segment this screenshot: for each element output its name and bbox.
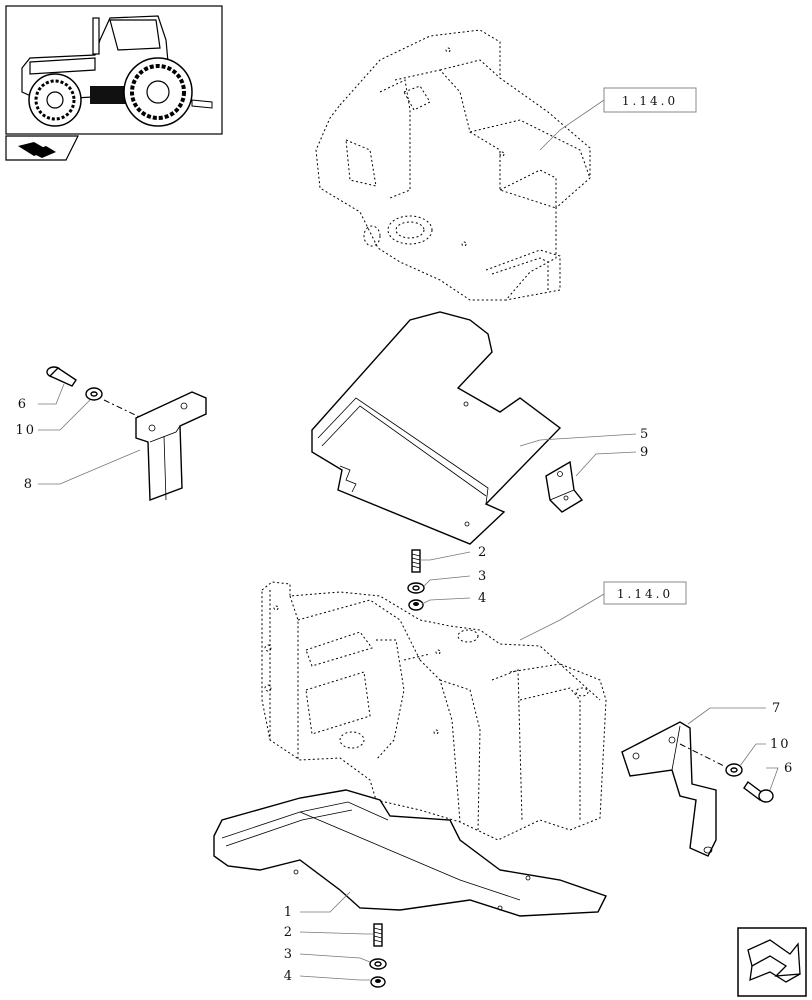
washer-right[interactable] [725,763,743,777]
callout-labels: 6 10 8 5 9 2 3 4 7 10 6 1 2 3 4 [15,397,794,984]
bracket-8[interactable] [135,391,207,501]
callout-8: 8 [24,477,34,492]
washer-left[interactable] [85,387,103,401]
callout-1: 1 [284,905,294,920]
floor-mat-lower[interactable] [213,789,607,917]
nut-upper[interactable] [408,599,424,611]
floor-mat-upper[interactable] [311,311,562,545]
callout-2-upper: 2 [478,545,488,560]
callout-5: 5 [640,427,650,442]
bracket-9[interactable] [545,460,584,513]
callout-4-lower: 4 [284,969,294,984]
tractor-thumbnail[interactable] [5,5,223,135]
washer-upper[interactable] [407,582,425,594]
bracket-7[interactable] [621,721,717,857]
callout-7: 7 [772,701,782,716]
nut-lower[interactable] [370,976,386,988]
stud-upper[interactable] [411,549,421,573]
reference-label-upper: 1.14.0 [622,94,678,108]
callout-2-lower: 2 [284,925,294,940]
callout-10-right: 10 [770,737,791,752]
leader-lines [38,99,779,981]
reference-label-lower: 1.14.0 [617,587,673,601]
callout-6-left: 6 [18,397,28,412]
lower-fuel-tank [261,581,607,841]
callout-6-right: 6 [784,761,794,776]
washer-lower[interactable] [369,958,387,970]
upper-fuel-tank [315,29,591,301]
callout-9: 9 [640,445,650,460]
callout-3-lower: 3 [284,947,294,962]
stud-lower[interactable] [373,923,383,947]
bolt-right[interactable] [743,780,774,803]
reference-box-upper[interactable]: 1.14.0 [603,87,697,113]
callout-10-left: 10 [15,423,36,438]
callout-4-upper: 4 [478,591,488,606]
reference-box-lower[interactable]: 1.14.0 [603,581,687,605]
bolt-left[interactable] [46,366,77,387]
callout-3-upper: 3 [478,569,488,584]
next-page-arrow-icon[interactable] [737,927,807,997]
book-icon[interactable] [5,135,79,161]
